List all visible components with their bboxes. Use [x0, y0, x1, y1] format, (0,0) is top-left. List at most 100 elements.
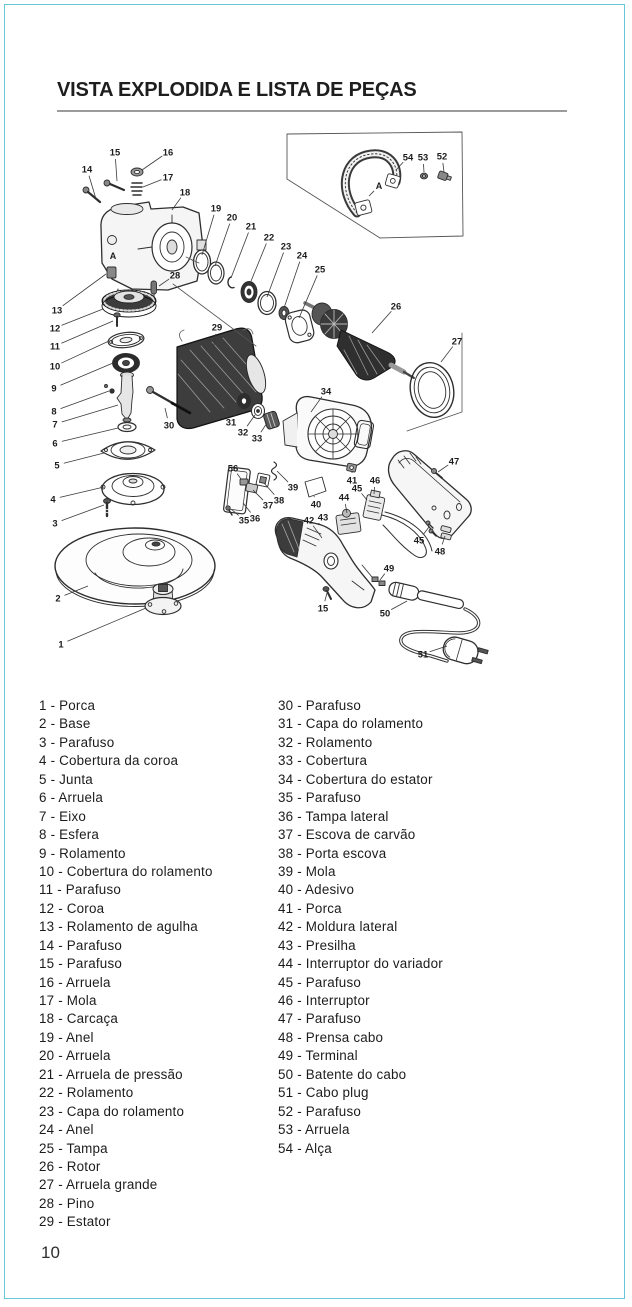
label-A: A — [110, 251, 117, 261]
callout-24: 24 — [297, 250, 308, 261]
leader-line-28 — [158, 278, 170, 287]
leader-line-45 — [422, 526, 430, 535]
leader-line-56 — [236, 473, 242, 480]
leader-line-50 — [390, 600, 408, 610]
callout-46: 46 — [370, 475, 380, 486]
leader-line-2 — [64, 585, 89, 596]
gasket-5-art — [100, 441, 156, 460]
callout-42: 42 — [304, 515, 314, 526]
callout-21: 21 — [246, 221, 256, 232]
part-item-13: 13 - Rolamento de agulha — [39, 919, 198, 935]
part-item-2: 2 - Base — [39, 716, 91, 732]
cap-31-art — [237, 393, 251, 409]
callout-33: 33 — [252, 433, 262, 444]
callout-18: 18 — [180, 187, 190, 198]
part-item-9: 9 - Rolamento — [39, 845, 126, 861]
part-item-34: 34 - Cobertura do estator — [278, 771, 433, 787]
brush-37-art — [245, 482, 259, 494]
part-item-50: 50 - Batente do cabo — [278, 1066, 407, 1082]
leader-line-35 — [230, 508, 239, 516]
leader-line-23 — [266, 252, 284, 298]
part-item-26: 26 - Rotor — [39, 1158, 101, 1174]
callout-41: 41 — [347, 475, 357, 486]
part-item-18: 18 - Carcaça — [39, 1011, 119, 1027]
callout-7: 7 — [52, 419, 57, 430]
leader-line-12 — [61, 308, 104, 326]
bolt-52-art — [437, 170, 452, 181]
part-item-40: 40 - Adesivo — [278, 882, 355, 898]
callout-23: 23 — [281, 241, 291, 252]
leader-line-25 — [298, 275, 318, 319]
part-item-53: 53 - Arruela — [278, 1122, 350, 1138]
part-item-15: 15 - Parafuso — [39, 956, 122, 972]
leader-line-29 — [212, 333, 217, 351]
part-item-4: 4 - Cobertura da coroa — [39, 753, 179, 769]
leader-line-4 — [59, 486, 105, 498]
leader-line-33 — [260, 422, 268, 433]
bearing-cover-10-art — [107, 331, 145, 349]
inset-box — [286, 131, 464, 239]
part-item-6: 6 - Arruela — [39, 790, 103, 806]
callout-15: 15 — [110, 147, 120, 158]
leader-line-45 — [361, 493, 368, 501]
leader-line-27 — [440, 346, 454, 363]
callout-10: 10 — [50, 361, 60, 372]
leader-line-21 — [230, 232, 249, 279]
leader-line-15 — [115, 158, 118, 182]
callout-31: 31 — [226, 417, 236, 428]
callout-27: 27 — [452, 336, 462, 347]
part-item-51: 51 - Cabo plug — [278, 1085, 369, 1101]
bolt-30-art — [146, 386, 192, 415]
part-item-1: 1 - Porca — [39, 698, 96, 713]
leader-line-8 — [60, 390, 110, 409]
screw-35-art — [225, 505, 233, 516]
spring-17-art — [130, 182, 143, 196]
bearing-22-art — [240, 281, 258, 303]
crown-cover-4-art — [100, 472, 166, 506]
callout-50: 50 — [380, 608, 390, 619]
screw-47-art — [431, 468, 443, 479]
leader-line-7 — [61, 404, 119, 423]
callout-30: 30 — [164, 420, 174, 431]
part-item-49: 49 - Terminal — [278, 1048, 358, 1064]
screw-3-art — [103, 498, 111, 518]
callout-22: 22 — [264, 232, 274, 243]
part-item-27: 27 - Arruela grande — [39, 1177, 158, 1193]
leader-line-53 — [423, 163, 425, 173]
leader-line-A — [368, 190, 375, 197]
callout-40: 40 — [311, 499, 321, 510]
screw-15b-art — [322, 586, 332, 600]
part-item-22: 22 - Rolamento — [39, 1085, 134, 1101]
leader-line-44 — [344, 503, 348, 514]
washer-53-art — [419, 172, 429, 180]
switch-46-art — [362, 489, 433, 558]
screw-11-art — [113, 312, 121, 327]
page-number: 10 — [41, 1243, 60, 1262]
callout-9: 9 — [51, 383, 56, 394]
callout-8: 8 — [51, 406, 56, 417]
needle-bearing-13-art — [106, 266, 117, 279]
leader-line-47 — [437, 464, 449, 473]
brush-holder-38-art — [255, 472, 271, 488]
terminal-49-art — [361, 564, 386, 586]
callout-16: 16 — [163, 147, 173, 158]
part-item-39: 39 - Mola — [278, 863, 336, 879]
callout-51: 51 — [418, 649, 428, 660]
leader-line-15 — [324, 592, 328, 602]
callout-53: 53 — [418, 152, 428, 163]
part-item-30: 30 - Parafuso — [278, 698, 361, 713]
part-item-35: 35 - Parafuso — [278, 790, 361, 806]
part-item-23: 23 - Capa do rolamento — [39, 1103, 185, 1119]
part-item-11: 11 - Parafuso — [39, 882, 121, 898]
page-title: VISTA EXPLODIDA E LISTA DE PEÇAS — [57, 79, 417, 101]
callout-19: 19 — [211, 203, 221, 214]
callout-35: 35 — [239, 515, 249, 526]
part-item-38: 38 - Porta escova — [278, 845, 387, 861]
leader-line-42 — [312, 525, 323, 539]
callout-45: 45 — [414, 535, 424, 546]
ball-8-art — [104, 384, 115, 394]
callout-52: 52 — [437, 151, 447, 162]
cable-stop-50-art — [388, 581, 481, 663]
